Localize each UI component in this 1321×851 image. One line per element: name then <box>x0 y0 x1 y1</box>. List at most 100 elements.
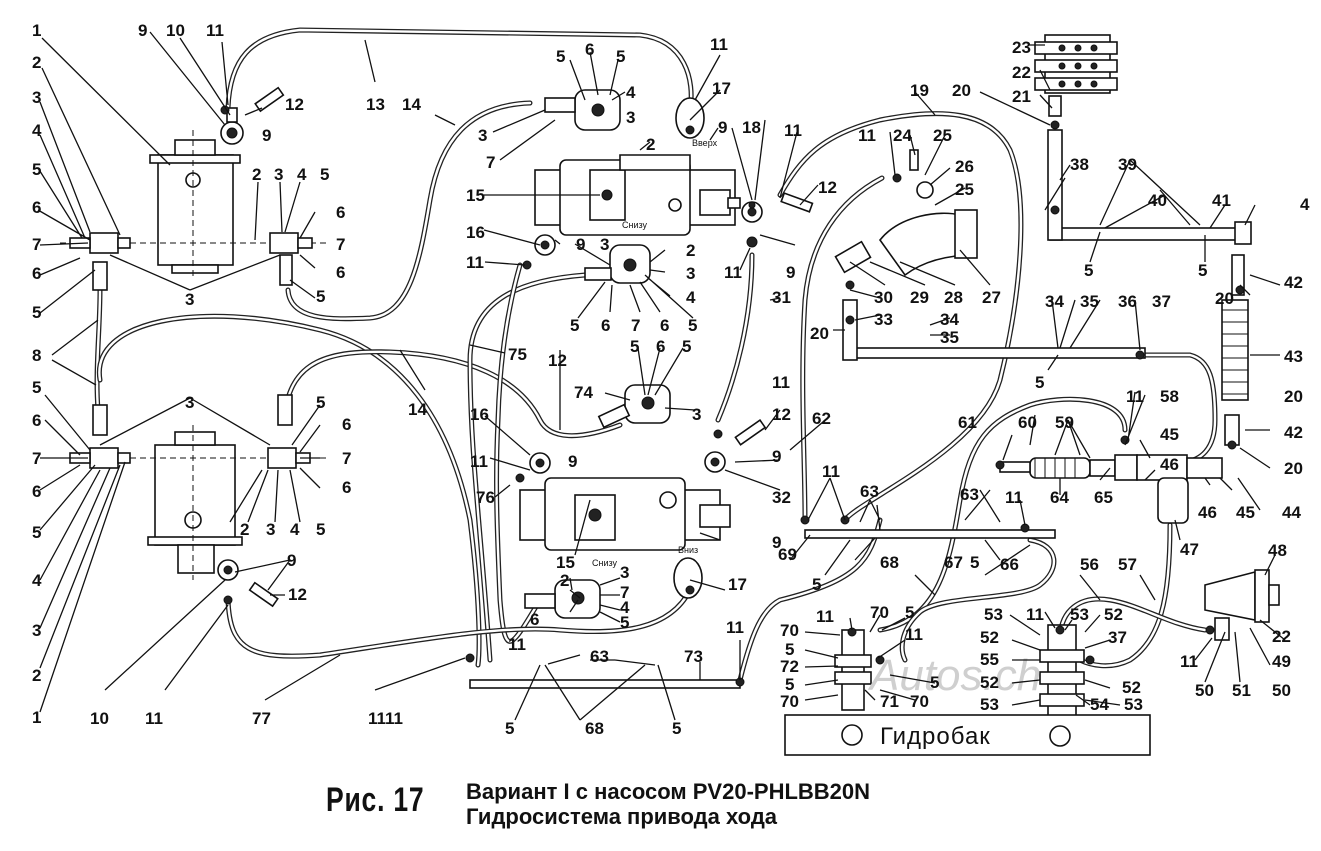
label-9: 9 <box>772 533 781 552</box>
label-3: 3 <box>32 621 41 640</box>
label-8: 8 <box>32 346 41 365</box>
label-48: 48 <box>1268 541 1287 560</box>
label-6: 6 <box>32 264 41 283</box>
label-11: 11 <box>816 607 834 626</box>
label-12: 12 <box>818 178 837 197</box>
label-62: 62 <box>812 409 831 428</box>
figure-number: Рис. 17 <box>326 781 425 819</box>
label-5: 5 <box>505 719 514 738</box>
label-5: 5 <box>32 523 41 542</box>
label-5: 5 <box>682 337 691 356</box>
label-7: 7 <box>32 449 41 468</box>
label-6: 6 <box>342 415 351 434</box>
label-43: 43 <box>1284 347 1303 366</box>
label-4: 4 <box>626 83 636 102</box>
label-3: 3 <box>274 165 283 184</box>
label-10: 10 <box>166 21 185 40</box>
pump-top-label-up: Вверх <box>692 138 718 148</box>
label-6: 6 <box>342 478 351 497</box>
label-11: 11 <box>1180 652 1198 671</box>
label-29: 29 <box>910 288 929 307</box>
label-71: 71 <box>880 692 899 711</box>
label-5: 5 <box>32 303 41 322</box>
label-52: 52 <box>980 628 999 647</box>
label-61: 61 <box>958 413 977 432</box>
label-9: 9 <box>262 126 271 145</box>
label-67: 67 <box>944 553 963 572</box>
label-34: 34 <box>940 310 959 329</box>
label-3: 3 <box>686 264 695 283</box>
cooler-43 <box>1221 221 1252 446</box>
label-41: 41 <box>1212 191 1231 210</box>
label-7: 7 <box>336 235 345 254</box>
label-35: 35 <box>1080 292 1099 311</box>
label-5: 5 <box>316 393 325 412</box>
label-3: 3 <box>478 126 487 145</box>
label-5: 5 <box>616 47 625 66</box>
label-42: 42 <box>1284 423 1303 442</box>
label-63: 63 <box>590 647 609 666</box>
label-47: 47 <box>1180 540 1199 559</box>
label-11: 11 <box>385 709 403 728</box>
label-72: 72 <box>780 657 799 676</box>
label-4: 4 <box>297 165 307 184</box>
label-4: 4 <box>32 121 42 140</box>
label-39: 39 <box>1118 155 1137 174</box>
label-20: 20 <box>1284 459 1303 478</box>
label-11: 11 <box>772 373 790 392</box>
callout-numbers: 1 2 3 4 5 6 7 6 5 9 10 11 12 9 13 14 2 3… <box>32 21 1310 738</box>
label-53: 53 <box>1124 695 1143 714</box>
label-6: 6 <box>336 203 345 222</box>
label-49: 49 <box>1272 652 1291 671</box>
label-5: 5 <box>320 165 329 184</box>
label-1: 1 <box>32 708 41 727</box>
label-3: 3 <box>620 563 629 582</box>
label-54: 54 <box>1090 695 1109 714</box>
label-3: 3 <box>266 520 275 539</box>
label-3: 3 <box>185 290 194 309</box>
label-5: 5 <box>785 640 794 659</box>
label-9: 9 <box>576 235 585 254</box>
label-11: 11 <box>145 709 163 728</box>
hydraulic-motor-top <box>60 130 330 280</box>
label-5: 5 <box>1035 373 1044 392</box>
label-11: 11 <box>724 263 742 282</box>
label-57: 57 <box>1118 555 1137 574</box>
label-7: 7 <box>342 449 351 468</box>
label-11: 11 <box>710 35 728 54</box>
label-2: 2 <box>252 165 261 184</box>
filter-assembly-59 <box>999 454 1223 524</box>
label-5: 5 <box>930 673 939 692</box>
label-3: 3 <box>626 108 635 127</box>
label-50: 50 <box>1195 681 1214 700</box>
label-34: 34 <box>1045 292 1064 311</box>
label-63: 63 <box>860 482 879 501</box>
label-7: 7 <box>631 316 640 335</box>
label-6: 6 <box>32 198 41 217</box>
label-30: 30 <box>874 288 893 307</box>
label-7: 7 <box>32 235 41 254</box>
label-5: 5 <box>812 575 821 594</box>
label-5: 5 <box>316 287 325 306</box>
tank-label: Гидробак <box>880 723 991 750</box>
label-11: 11 <box>822 462 840 481</box>
label-11: 11 <box>1026 605 1044 624</box>
label-70: 70 <box>780 621 799 640</box>
label-4: 4 <box>686 288 696 307</box>
label-5: 5 <box>620 613 629 632</box>
label-40: 40 <box>1148 191 1167 210</box>
label-32: 32 <box>772 488 791 507</box>
filter-48 <box>1204 569 1280 641</box>
label-2: 2 <box>686 241 695 260</box>
label-5: 5 <box>316 520 325 539</box>
pump-bottom-label-up: Снизу <box>592 558 618 568</box>
filter-intake-27 <box>834 149 978 277</box>
label-74: 74 <box>574 383 593 402</box>
label-2: 2 <box>32 666 41 685</box>
clamp-marks <box>220 105 1245 687</box>
label-15: 15 <box>556 553 575 572</box>
label-5: 5 <box>32 160 41 179</box>
label-11: 11 <box>1005 488 1023 507</box>
label-46: 46 <box>1198 503 1217 522</box>
